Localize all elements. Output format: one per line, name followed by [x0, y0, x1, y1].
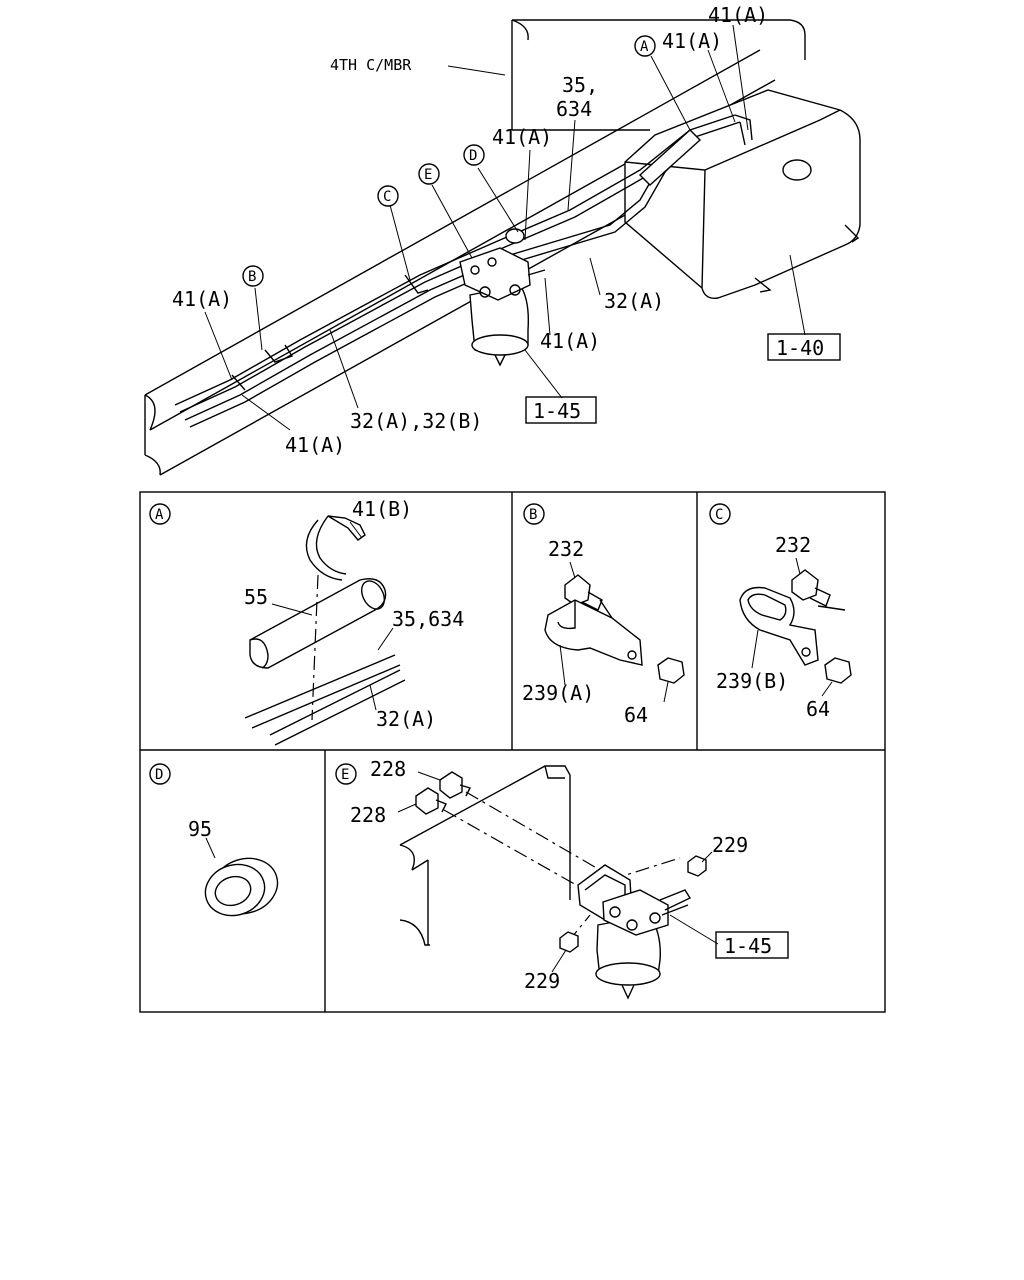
cross-member	[511, 19, 806, 131]
svg-text:B: B	[529, 507, 537, 523]
detail-c-nut: 64	[806, 697, 830, 721]
detail-a-band: 41(B)	[352, 497, 412, 521]
svg-text:D: D	[155, 767, 163, 783]
label-pipe-right: 32(A)	[604, 289, 664, 313]
detail-a-hose: 35,634	[392, 607, 464, 631]
label-pipe-left: 32(A),32(B)	[350, 409, 482, 433]
detail-e-ref: E	[335, 763, 357, 785]
detail-c: C 232 239(B) 64	[709, 503, 852, 721]
main-view: 4TH C/MBR 41(A) 41(A) 35, 634 41(A) 32(A…	[144, 3, 861, 476]
detail-b: B 232 239(A) 64	[522, 503, 685, 727]
detail-a-sleeve: 55	[244, 585, 268, 609]
detail-c-ref: C	[709, 503, 731, 525]
detail-a: A 41(B) 55 35,634 32(A)	[149, 497, 464, 746]
label-hose-35-line2: 634	[556, 97, 592, 121]
svg-text:A: A	[640, 39, 649, 55]
member-label: 4TH C/MBR	[330, 56, 412, 74]
svg-text:E: E	[341, 767, 349, 783]
svg-text:C: C	[715, 507, 723, 523]
svg-text:1-40: 1-40	[776, 336, 824, 360]
svg-text:D: D	[469, 148, 477, 164]
detail-d-grommet: 95	[188, 817, 212, 841]
fuel-tank	[624, 89, 861, 299]
svg-text:B: B	[248, 269, 256, 285]
detail-e-bolt-2: 228	[350, 803, 386, 827]
rail-brackets	[231, 274, 429, 391]
detail-frame	[139, 491, 886, 1013]
detail-b-bracket: 239(A)	[522, 681, 594, 705]
svg-text:A: A	[155, 507, 164, 523]
ref-circle-c: C	[377, 185, 399, 207]
detail-c-bracket: 239(B)	[716, 669, 788, 693]
ref-circle-e: E	[418, 163, 440, 185]
fuel-lines	[174, 114, 753, 428]
detail-b-bolt: 232	[548, 537, 584, 561]
label-hose-35-line1: 35,	[562, 73, 598, 97]
label-clip-top: 41(A)	[662, 29, 722, 53]
box-filter: 1-45	[525, 396, 597, 424]
ref-circle-a: A	[634, 35, 656, 57]
label-clip-filter: 41(A)	[540, 329, 600, 353]
ref-circle-b: B	[242, 265, 264, 287]
svg-text:1-45: 1-45	[533, 399, 581, 423]
main-leaders	[204, 24, 806, 431]
detail-e-nut-1: 229	[712, 833, 748, 857]
detail-d-ref: D	[149, 763, 171, 785]
label-clip-bottom: 41(A)	[285, 433, 345, 457]
detail-b-nut: 64	[624, 703, 648, 727]
box-tank: 1-40	[767, 333, 841, 361]
detail-e: E	[335, 757, 789, 1000]
svg-text:C: C	[383, 189, 391, 205]
ref-circle-d: D	[463, 144, 485, 166]
svg-text:1-45: 1-45	[724, 934, 772, 958]
detail-e-bolt-1: 228	[370, 757, 406, 781]
svg-text:E: E	[424, 167, 432, 183]
label-clip-left: 41(A)	[172, 287, 232, 311]
detail-b-ref: B	[523, 503, 545, 525]
detail-e-nut-2: 229	[524, 969, 560, 993]
detail-a-pipe: 32(A)	[376, 707, 436, 731]
label-clip-center: 41(A)	[492, 125, 552, 149]
detail-c-bolt: 232	[775, 533, 811, 557]
detail-d: D 95	[149, 763, 279, 917]
detail-e-box: 1-45	[715, 931, 789, 959]
label-clip-top-right: 41(A)	[708, 3, 768, 27]
detail-a-ref: A	[149, 503, 171, 525]
main-filter	[459, 228, 546, 367]
